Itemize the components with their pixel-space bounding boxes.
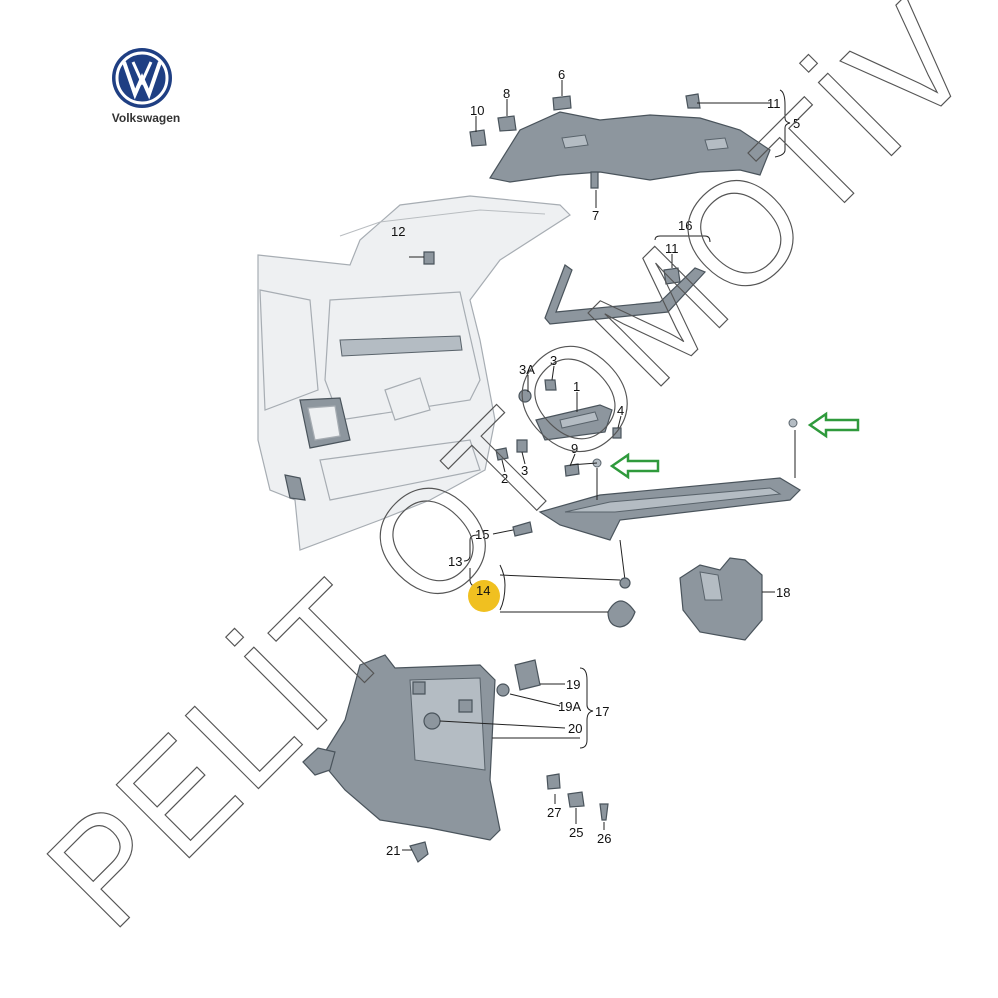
part-6-clip bbox=[552, 95, 572, 111]
label-14: 14 bbox=[476, 583, 490, 598]
label-16: 16 bbox=[678, 218, 692, 233]
part-19-handle bbox=[514, 659, 541, 691]
part-20-fastener bbox=[423, 712, 441, 730]
part-26-screw bbox=[599, 803, 609, 821]
label-11-frame: 11 bbox=[665, 241, 679, 256]
part-labels: 10 8 6 11 5 7 12 16 11 3A 3 1 4 9 2 3 15… bbox=[386, 67, 800, 858]
highlight-marker bbox=[468, 580, 500, 612]
label-4: 4 bbox=[617, 403, 624, 418]
label-1: 1 bbox=[573, 379, 580, 394]
part-15-bolt bbox=[512, 521, 533, 537]
label-17: 17 bbox=[595, 704, 609, 719]
label-15: 15 bbox=[475, 527, 489, 542]
label-8: 8 bbox=[503, 86, 510, 101]
label-18: 18 bbox=[776, 585, 790, 600]
volkswagen-logo: Volkswagen bbox=[112, 48, 180, 125]
label-27: 27 bbox=[547, 805, 561, 820]
part-7-screw bbox=[590, 171, 599, 189]
label-19: 19 bbox=[566, 677, 580, 692]
label-12: 12 bbox=[391, 224, 405, 239]
label-7: 7 bbox=[592, 208, 599, 223]
label-6: 6 bbox=[558, 67, 565, 82]
label-21: 21 bbox=[386, 843, 400, 858]
watermark: PELİT OTOMOTİV bbox=[16, 0, 998, 958]
part-19A-cap bbox=[496, 683, 510, 697]
part-10-clip bbox=[469, 129, 487, 147]
label-2: 2 bbox=[501, 471, 508, 486]
part-16-frame bbox=[544, 264, 707, 325]
arrow-icon-right-cable bbox=[807, 411, 860, 439]
arrow-icon-center-cable bbox=[609, 452, 660, 480]
label-3-upper: 3 bbox=[550, 353, 557, 368]
label-11: 11 bbox=[767, 96, 781, 111]
label-13: 13 bbox=[448, 554, 462, 569]
label-19A: 19A bbox=[558, 699, 581, 714]
part-12-clip bbox=[423, 251, 435, 265]
part-21-clip bbox=[409, 841, 429, 863]
label-3A: 3A bbox=[519, 362, 535, 377]
label-10: 10 bbox=[470, 103, 484, 118]
part-11-clip bbox=[685, 93, 701, 109]
brand-name: Volkswagen bbox=[112, 111, 180, 125]
label-20: 20 bbox=[568, 721, 582, 736]
leader-lines bbox=[402, 80, 791, 851]
part-25-clip bbox=[567, 791, 585, 808]
part-8-clip bbox=[497, 115, 517, 132]
label-25: 25 bbox=[569, 825, 583, 840]
label-5: 5 bbox=[793, 116, 800, 131]
label-9: 9 bbox=[571, 441, 578, 456]
vehicle-rear-illustration bbox=[257, 195, 571, 551]
part-14-knob bbox=[607, 600, 636, 628]
label-3-lower: 3 bbox=[521, 463, 528, 478]
part-27-clip bbox=[546, 773, 561, 790]
part-5-upper-trim bbox=[489, 111, 771, 183]
label-26: 26 bbox=[597, 831, 611, 846]
